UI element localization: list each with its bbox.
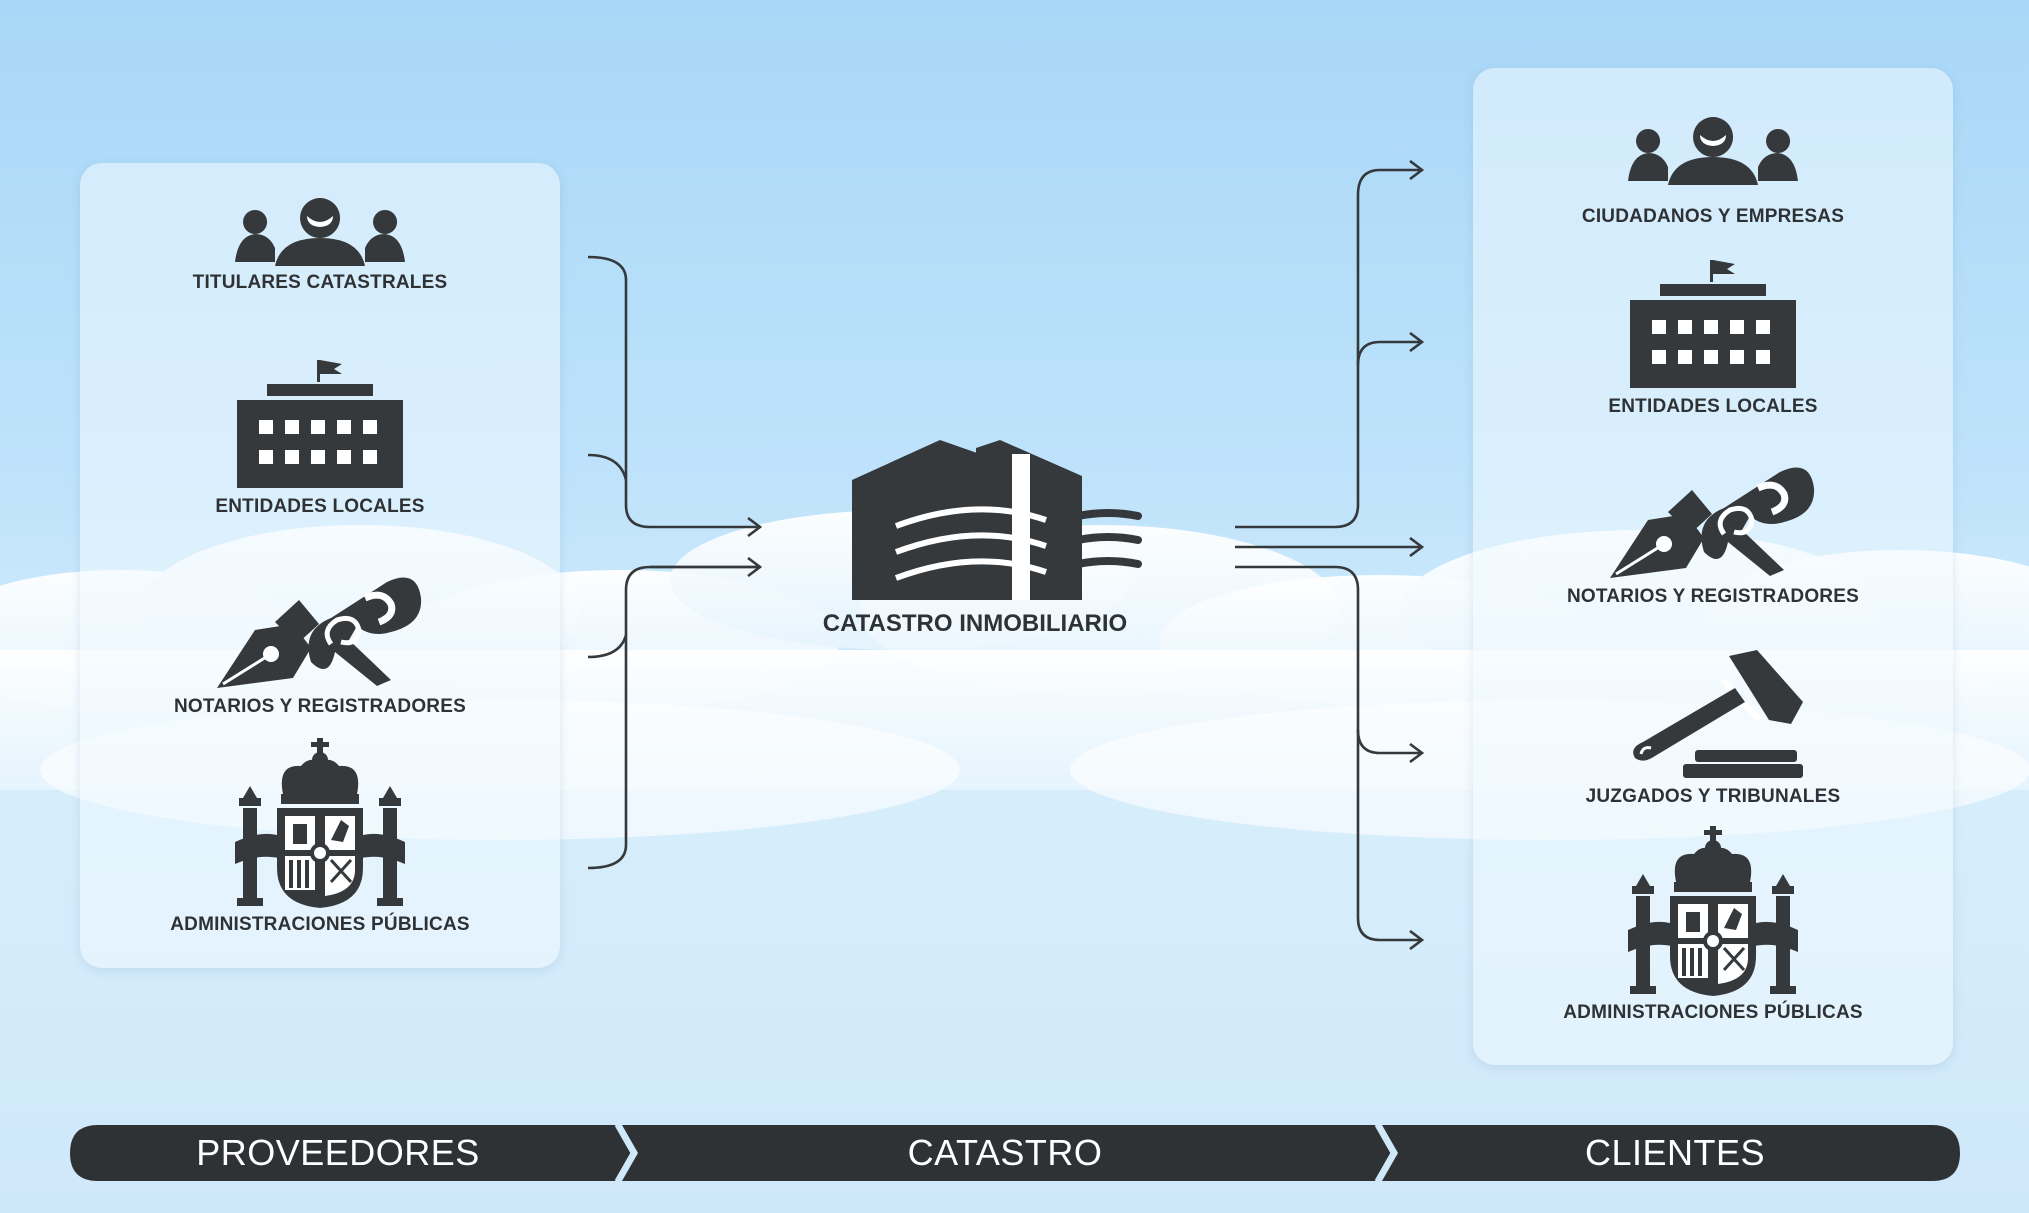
client-juzgados: JUZGADOS Y TRIBUNALES (1563, 650, 1863, 808)
output-arrow-entidades (1356, 342, 1422, 366)
phase-segment-catastro (622, 1125, 1392, 1181)
client-ciudadanos: CIUDADANOS Y EMPRESAS (1563, 100, 1863, 228)
client-notarios: NOTARIOS Y REGISTRADORES (1543, 460, 1883, 608)
input-bracket-top (587, 255, 760, 527)
provider-titulares: TITULARES CATASTRALES (170, 196, 470, 294)
input-stub-notarios (587, 634, 628, 659)
input-bracket-bottom (587, 565, 760, 870)
phase-label-catastro: CATASTRO (907, 1132, 1103, 1173)
output-bracket-bottom (1235, 565, 1422, 940)
provider-notarios: NOTARIOS Y REGISTRADORES (150, 570, 490, 718)
output-bracket-top (1235, 170, 1422, 529)
client-label: NOTARIOS Y REGISTRADORES (1567, 586, 1859, 607)
client-label: ENTIDADES LOCALES (1608, 396, 1818, 417)
input-stub-entidades (587, 453, 628, 481)
client-label: ADMINISTRACIONES PÚBLICAS (1563, 1002, 1863, 1023)
output-arrow-juzgados (1356, 729, 1422, 753)
phase-segment-proveedores (70, 1125, 632, 1181)
center-label: CATASTRO INMOBILIARIO (822, 610, 1128, 637)
phase-bar (70, 1125, 1960, 1181)
provider-label: TITULARES CATASTRALES (192, 272, 448, 293)
provider-label: NOTARIOS Y REGISTRADORES (174, 696, 466, 717)
client-label: CIUDADANOS Y EMPRESAS (1581, 206, 1845, 227)
client-administraciones: ADMINISTRACIONES PÚBLICAS (1543, 826, 1883, 1024)
provider-label: ADMINISTRACIONES PÚBLICAS (170, 914, 470, 935)
client-label: JUZGADOS Y TRIBUNALES (1585, 786, 1841, 807)
phase-label-clientes: CLIENTES (1584, 1132, 1766, 1173)
phase-label-proveedores: PROVEEDORES (196, 1132, 480, 1173)
phase-segment-clientes (1382, 1125, 1960, 1181)
provider-administraciones: ADMINISTRACIONES PÚBLICAS (150, 738, 490, 936)
provider-entidades: ENTIDADES LOCALES (170, 360, 470, 518)
provider-label: ENTIDADES LOCALES (215, 496, 425, 517)
client-entidades: ENTIDADES LOCALES (1563, 260, 1863, 418)
